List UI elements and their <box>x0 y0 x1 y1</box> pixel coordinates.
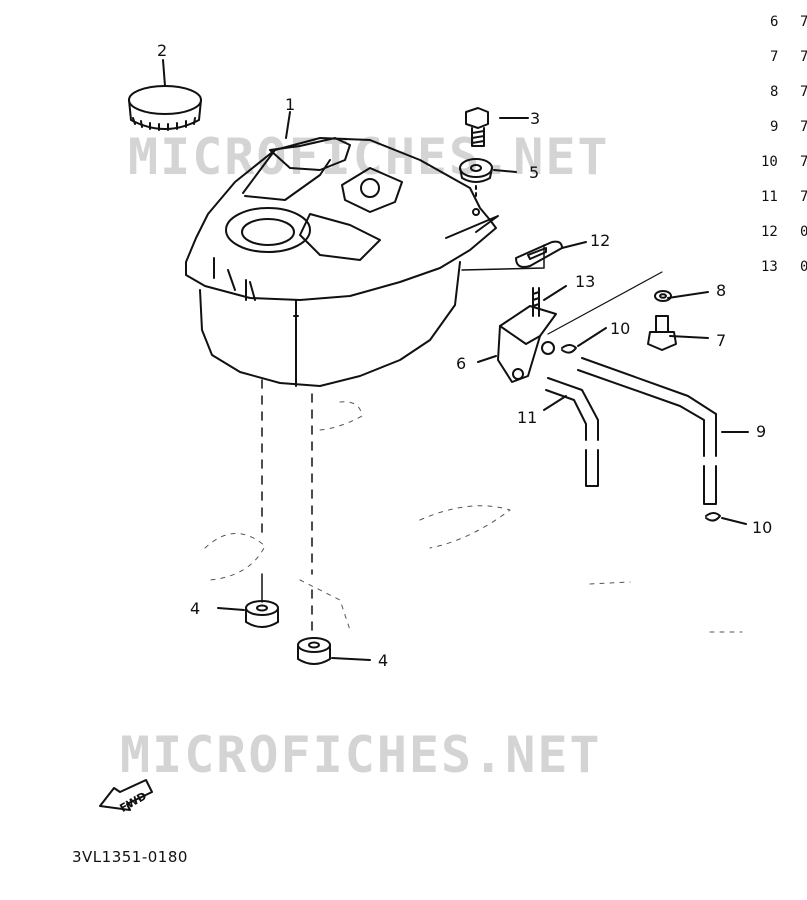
parts-row-code: 7 <box>800 14 807 30</box>
parts-row-no: 8 <box>770 84 779 100</box>
callout-label: 2 <box>157 41 167 60</box>
damper-5 <box>459 158 493 183</box>
callout-label: 4 <box>378 651 388 670</box>
parts-row-code: 7 <box>800 154 807 170</box>
bolt-7 <box>647 315 677 351</box>
fwd-arrow-icon <box>99 779 153 811</box>
fuel-cap <box>128 85 202 131</box>
callout-label: 1 <box>285 95 295 114</box>
nut-4 <box>297 637 331 665</box>
diagram-code: 3VL1351-0180 <box>72 848 188 866</box>
parts-row-code: 7 <box>800 189 807 205</box>
parts-row-code: 7 <box>800 119 807 135</box>
hose-11 <box>545 377 599 487</box>
callout-label: 11 <box>517 408 537 427</box>
callout-label: 12 <box>590 231 610 250</box>
parts-row-code: 7 <box>800 49 807 65</box>
callout-label: 10 <box>610 319 630 338</box>
parts-row-no: 7 <box>770 49 779 65</box>
watermark-bottom: MICROFICHES.NET <box>120 726 602 784</box>
fuel-cock-6 <box>497 287 557 383</box>
parts-row-no: 6 <box>770 14 779 30</box>
nut-4 <box>245 600 279 628</box>
callout-label: 9 <box>756 422 766 441</box>
parts-row-no: 11 <box>761 189 778 205</box>
bolt-3 <box>465 107 489 147</box>
callout-label: 10 <box>752 518 772 537</box>
fwd-label: FWD <box>117 789 148 815</box>
callout-label: 13 <box>575 272 595 291</box>
parts-row-code: 0 <box>800 259 807 275</box>
fuel-tank <box>185 137 499 387</box>
washer-8 <box>654 290 672 302</box>
callout-label: 3 <box>530 109 540 128</box>
callout-label: 6 <box>456 354 466 373</box>
callout-label: 8 <box>716 281 726 300</box>
parts-row-no: 10 <box>761 154 778 170</box>
parts-row-code: 0 <box>800 224 807 240</box>
hose-9 <box>577 357 717 505</box>
parts-row-no: 12 <box>761 224 778 240</box>
clip-10 <box>561 344 721 522</box>
callout-label: 5 <box>529 163 539 182</box>
callout-label: 4 <box>190 599 200 618</box>
gasket-12 <box>515 240 563 268</box>
parts-row-code: 7 <box>800 84 807 100</box>
parts-row-no: 9 <box>770 119 779 135</box>
parts-row-no: 13 <box>761 259 778 275</box>
frame-sketch <box>204 401 743 633</box>
watermark-top: MICROFICHES.NET <box>128 128 610 186</box>
callout-label: 7 <box>716 331 726 350</box>
